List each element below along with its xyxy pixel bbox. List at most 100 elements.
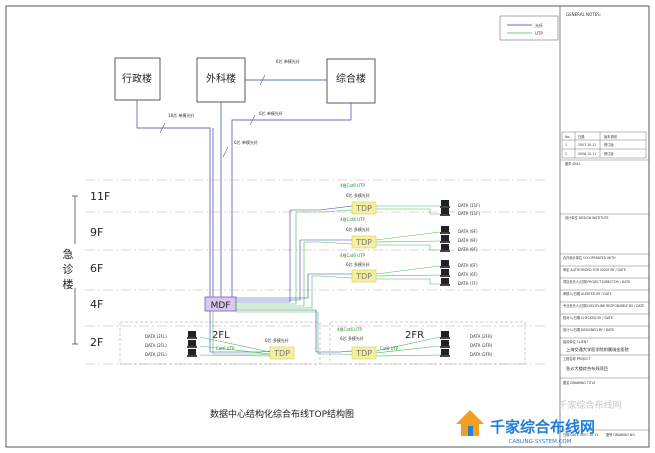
link-label-admin-surgery: 18芯 单模光纤 bbox=[168, 112, 194, 118]
rev-2-no: 2 bbox=[565, 152, 567, 156]
branch-11f-fiber: 6芯 多模光纤 bbox=[346, 192, 370, 198]
rev-2-date: 2008.12.11 bbox=[578, 152, 596, 156]
cable-markers bbox=[159, 74, 266, 158]
floor-label-4f: 4F bbox=[90, 298, 103, 311]
watermark: 千家综合布线网 千家综合布线网 CABLING-SYSTEM.COM bbox=[456, 399, 622, 445]
building-name-bg bbox=[58, 244, 78, 288]
role-discipline: 专业负责人/日期 DISCIPLINE RESPONSIBLE BY / DAT… bbox=[563, 303, 644, 308]
outlets-2fr: DATA (2FR) DATA (2FR) DATA (2FR) bbox=[440, 331, 493, 357]
outlet-2fr-1: DATA (2FR) bbox=[470, 334, 493, 339]
distribution-trunk bbox=[209, 209, 340, 355]
tdp-6f: TDP bbox=[351, 269, 377, 283]
outlet-2fr-3: DATA (2FR) bbox=[470, 352, 493, 357]
outlet-9f-3: DATA (9F) bbox=[458, 247, 478, 252]
role-authorized: 审定 AUTHORIZED FOR ISSUE BY / DATE bbox=[563, 267, 626, 272]
branch-2fl-utp: Cat6 UTP bbox=[216, 346, 235, 351]
link-label-surgery-down: 6芯 单模光纤 bbox=[234, 139, 258, 145]
outlet-6f-2: DATA (6F) bbox=[458, 272, 478, 277]
building-name-char-2: 诊 bbox=[63, 262, 74, 276]
watermark-url: CABLING-SYSTEM.COM bbox=[508, 439, 571, 445]
rev-1-desc: 修订版 bbox=[604, 142, 614, 147]
outlet-2fl-3: DATA (2FL) bbox=[145, 352, 167, 357]
floor-label-9f: 9F bbox=[90, 226, 103, 239]
outlet-2fr-2: DATA (2FR) bbox=[470, 343, 493, 348]
branch-2fl-fiber: 6芯 多模光纤 bbox=[265, 337, 289, 343]
tdp-boxes: TDP TDP TDP TDP TDP bbox=[269, 201, 377, 360]
drawing-title-label: 图名 DRAWING TITLE bbox=[563, 380, 596, 385]
floor-label-6f: 6F bbox=[90, 262, 103, 275]
outlets-6f: DATA (6F) DATA (6F) DATA (7F) bbox=[440, 260, 478, 286]
floor-lines bbox=[85, 179, 545, 365]
rev-1-no: 1 bbox=[565, 143, 567, 147]
tdp-11f-label: TDP bbox=[355, 204, 372, 213]
watermark-house-icon bbox=[456, 410, 484, 436]
mdf-label: MDF bbox=[211, 301, 231, 311]
outlets-2fl: DATA (2FL) DATA (2FL) DATA (2FL) bbox=[145, 331, 197, 357]
revision-table-grid bbox=[561, 131, 647, 159]
zone-2fr-label: 2FR bbox=[405, 330, 424, 341]
diagram-caption: 数据中心结构化综合布线TOP结构图 bbox=[210, 408, 354, 420]
tdp-11f: TDP bbox=[351, 201, 377, 215]
watermark-top: 千家综合布线网 bbox=[558, 399, 621, 411]
tdp-feeds bbox=[259, 205, 353, 356]
computer-icon bbox=[440, 331, 450, 339]
building-admin: 行政楼 bbox=[114, 57, 161, 101]
role-audited: 审核人/日期 AUDITED BY / DATE bbox=[563, 291, 612, 296]
project-name: 急诊大楼综合布线项目 bbox=[566, 365, 608, 372]
computer-icon bbox=[187, 331, 197, 339]
outlet-9f-1: DATA (9F) bbox=[458, 229, 478, 234]
legend: 光纤 UTP bbox=[499, 15, 559, 41]
building-name-char-3: 楼 bbox=[63, 277, 74, 291]
client-name: 上海交通大学医学院附属瑞金医院 bbox=[566, 346, 630, 353]
branch-2fr-cat6: Cat6 UTP bbox=[380, 346, 399, 351]
tdp-9f: TDP bbox=[351, 235, 377, 249]
building-surgery-label: 外科楼 bbox=[206, 72, 236, 85]
outlets-11f: DATA (11F) DATA (11F) bbox=[440, 200, 481, 216]
outlet-11f-2: DATA (11F) bbox=[458, 211, 481, 216]
computer-icon bbox=[187, 340, 197, 348]
role-checked: 校对人/日期 CHECKED BY / DATE bbox=[563, 315, 613, 320]
branch-2fr-fiber: 6芯 多模光纤 bbox=[340, 335, 364, 341]
tdp-2fl: TDP bbox=[269, 346, 295, 360]
computer-icon bbox=[440, 278, 450, 286]
computer-icon bbox=[440, 269, 450, 277]
role-rows-grid bbox=[560, 253, 649, 339]
tdp-2fl-label: TDP bbox=[273, 349, 290, 358]
building-surgery: 外科楼 bbox=[196, 57, 246, 103]
building-complex-label: 综合楼 bbox=[336, 72, 366, 85]
role-project-director: 项目负责人/日期 PROJECT DIRECTOR / DATE bbox=[563, 279, 630, 284]
backbone-links bbox=[136, 79, 352, 298]
tdp-2fr-label: TDP bbox=[355, 349, 372, 358]
seal-label: 图章 SEAL bbox=[565, 161, 581, 166]
branch-9f-utp: 4根Cat6 UTP bbox=[340, 216, 366, 222]
role-cooperated: 合作设计单位 CO-OPERATED WITH bbox=[563, 255, 616, 260]
outlet-cables bbox=[199, 205, 441, 357]
watermark-brand: 千家综合布线网 bbox=[490, 418, 595, 436]
legend-fiber-label: 光纤 bbox=[535, 22, 543, 28]
computer-icon bbox=[440, 208, 450, 216]
date-label: 日期 DATE bbox=[563, 432, 579, 437]
building-name-vertical: 急 诊 楼 bbox=[63, 247, 74, 291]
building-complex: 综合楼 bbox=[326, 58, 376, 104]
tdp-6f-label: TDP bbox=[355, 272, 372, 281]
outlet-2fl-2: DATA (2FL) bbox=[145, 343, 167, 348]
zone-2fl-label: 2FL bbox=[212, 330, 230, 341]
computer-icon bbox=[440, 260, 450, 268]
rev-2-desc: 修订版 bbox=[604, 151, 614, 156]
outlet-6f-1: DATA (6F) bbox=[458, 263, 478, 268]
computer-icon bbox=[440, 340, 450, 348]
link-complex-mdf bbox=[231, 103, 352, 298]
rev-1-date: 2007.10.11 bbox=[578, 143, 596, 147]
link-label-complex-mdf: 6芯 单模光纤 bbox=[259, 110, 283, 116]
client-label: 建设单位 CLIENT bbox=[563, 339, 588, 344]
rev-header-date: 日期 bbox=[578, 134, 584, 139]
outlets-9f: DATA (9F) DATA (9F) DATA (9F) bbox=[440, 226, 478, 252]
zone-2fr-box bbox=[329, 321, 526, 365]
computer-icon bbox=[440, 235, 450, 243]
branch-2fr-utp: 4根Cat6 UTP bbox=[337, 326, 363, 332]
tdp-2fr: TDP bbox=[351, 346, 377, 360]
outlet-11f-1: DATA (11F) bbox=[458, 203, 481, 208]
tdp-9f-label: TDP bbox=[355, 238, 372, 247]
drawing-frame bbox=[5, 5, 650, 448]
